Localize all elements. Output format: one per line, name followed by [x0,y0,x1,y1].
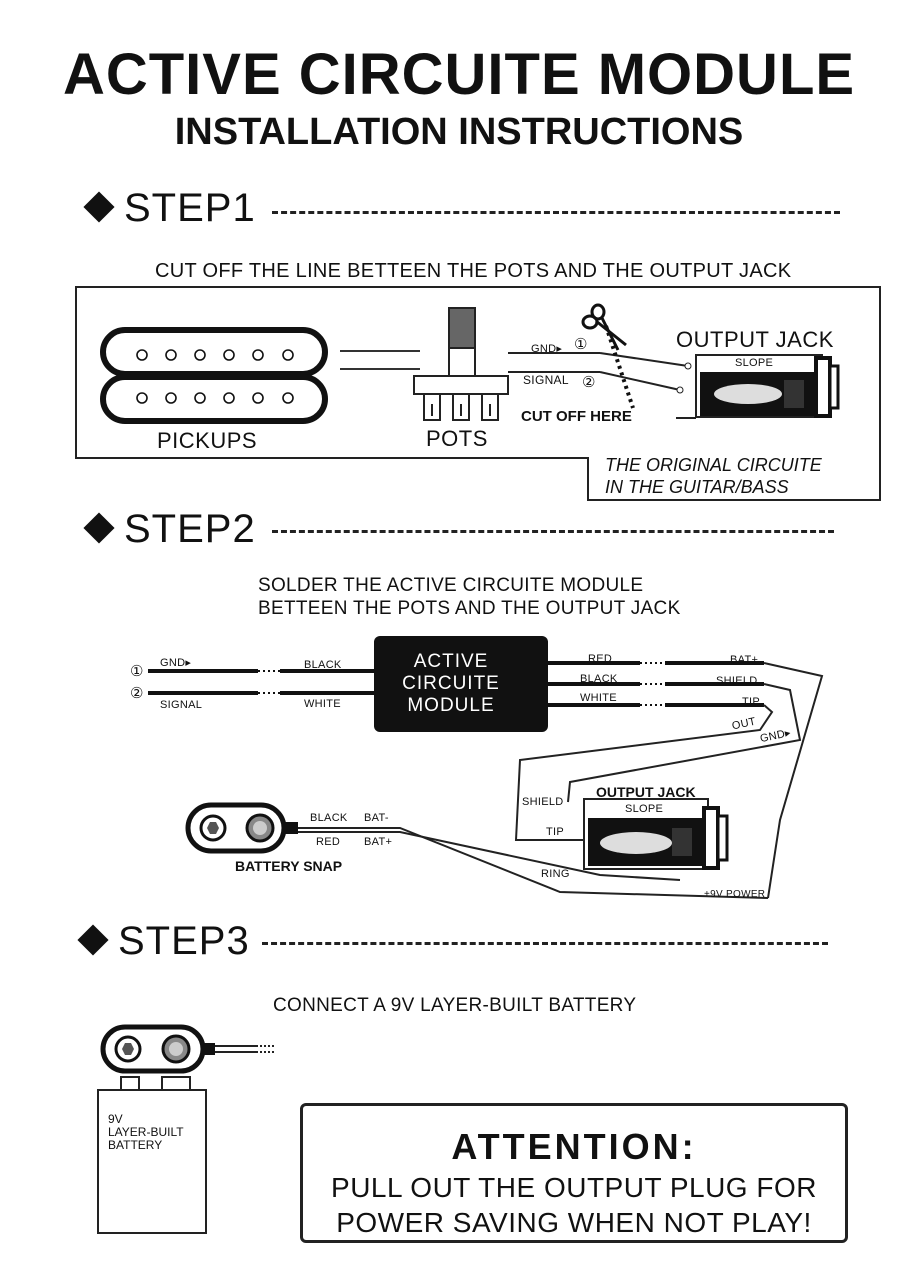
battery-icon [97,1076,207,1234]
black-in-label: BLACK [304,659,342,671]
pots-icon [413,307,509,421]
output-jack-step2-icon [583,798,729,870]
step1-dashed-rule [272,211,840,214]
page-title: ACTIVE CIRCUITE MODULE [62,42,856,107]
step3-dashed-rule [262,942,828,945]
white-out-label: WHITE [580,692,617,704]
battery-snap-label: BATTERY SNAP [235,858,343,874]
attention-box: ATTENTION: PULL OUT THE OUTPUT PLUG FOR … [300,1103,848,1243]
signal-label: SIGNAL [523,373,569,387]
marker-2: ② [582,374,596,391]
tip-label: TIP [742,696,761,708]
snap-bat-plus-label: BAT+ [364,836,393,848]
step2-marker-2: ② [130,685,144,702]
output-jack-label: OUTPUT JACK [676,327,834,352]
step2-jack-label: OUTPUT JACK [596,784,696,800]
step2-slope-label: SLOPE [625,803,664,815]
pots-label: POTS [426,426,488,451]
output-jack-icon [695,354,840,418]
step1-heading: STEP1 [83,184,256,232]
active-module-box [374,636,548,732]
gnd-label: GND▸ [531,343,563,355]
diamond-bullet-icon [77,924,109,956]
step1-caption: CUT OFF THE LINE BETTEEN THE POTS AND TH… [155,260,792,282]
step3-heading: STEP3 [77,917,250,965]
ring-label: RING [541,868,570,880]
step2-dashed-rule [272,530,834,533]
original-circuit-note: THE ORIGINAL CIRCUITE IN THE GUITAR/BASS [605,455,822,497]
bat-plus-label: BAT+ [730,654,759,666]
pickups-icon [100,327,328,424]
page-subtitle: INSTALLATION INSTRUCTIONS [174,111,744,153]
diamond-bullet-icon [83,512,115,544]
red-out-label: RED [588,653,613,665]
step2-marker-1: ① [130,663,144,680]
step2-signal-label: SIGNAL [160,699,203,711]
power-label: +9V POWER [704,889,766,900]
attention-title: ATTENTION: [451,1126,697,1167]
jack-shield-label: SHIELD [522,796,564,808]
pickups-label: PICKUPS [157,428,258,453]
step3-caption: CONNECT A 9V LAYER-BUILT BATTERY [273,995,637,1016]
cut-off-label: CUT OFF HERE [521,408,632,425]
black-out-label: BLACK [580,673,618,685]
attention-line1: PULL OUT THE OUTPUT PLUG FOR [331,1172,817,1203]
ground-arrow-icon: ▸ [185,657,192,669]
active-module-label: ACTIVE CIRCUITE MODULE [402,651,500,716]
marker-1: ① [574,336,588,353]
snap-bat-minus-label: BAT- [364,812,389,824]
battery-label: 9V LAYER-BUILT BATTERY [108,1112,184,1152]
slope-label: SLOPE [735,357,774,369]
battery-snap-step3-icon [100,1024,274,1074]
snap-black-label: BLACK [310,812,348,824]
shield-label: SHIELD [716,675,758,687]
attention-line2: POWER SAVING WHEN NOT PLAY! [336,1207,812,1238]
cut-line [604,325,635,409]
ground-arrow-icon: ▸ [556,343,563,355]
step2-caption: SOLDER THE ACTIVE CIRCUITE MODULE BETTEE… [258,575,681,619]
jack-tip-label: TIP [546,826,565,838]
step1-frame [75,286,881,501]
battery-snap-icon [185,802,298,854]
step2-gnd-label: GND▸ [160,657,192,669]
white-in-label: WHITE [304,698,341,710]
step2-heading: STEP2 [83,505,256,553]
snap-red-label: RED [316,836,341,848]
scissors-icon [581,303,627,351]
